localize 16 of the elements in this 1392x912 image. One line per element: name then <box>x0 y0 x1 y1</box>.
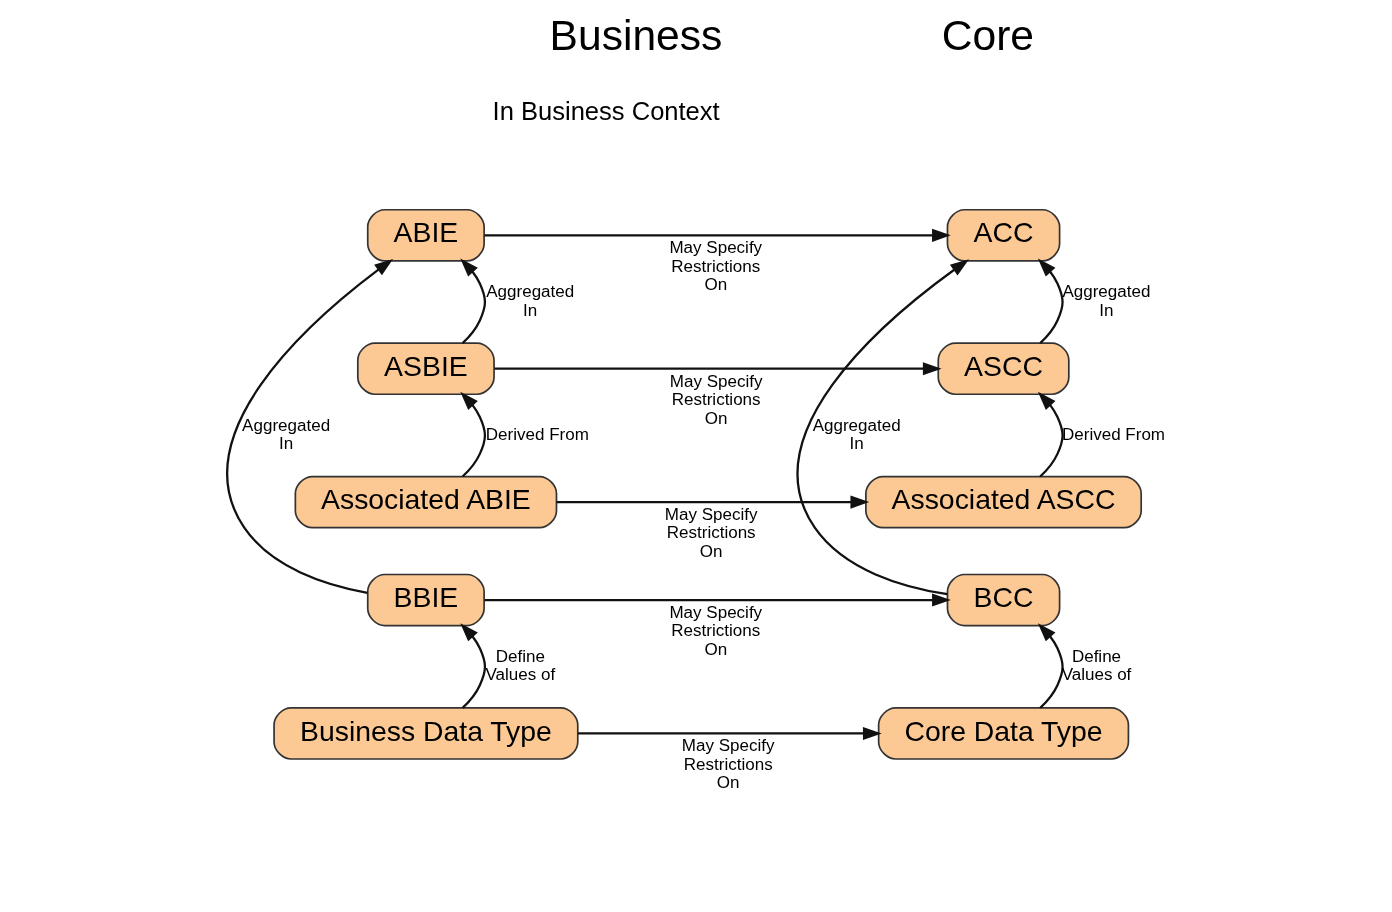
label: Core <box>941 11 1035 60</box>
label: In Business Context <box>492 96 720 125</box>
edge-label: Derived From <box>485 424 589 444</box>
edge-label: May Specify Restrictions On <box>669 602 763 659</box>
edge-label: May Specify Restrictions On <box>669 371 763 428</box>
edge-label: May Specify Restrictions On <box>664 505 758 561</box>
edge-label: Aggregated In <box>812 415 901 454</box>
edge-label: Aggregated In <box>1062 282 1151 320</box>
edge-label: Define Values of <box>485 646 556 685</box>
edge-label: May Specify Restrictions On <box>669 238 763 295</box>
edge-label: Define Values of <box>1061 646 1132 685</box>
edge-label: Aggregated In <box>242 415 331 454</box>
label: Business <box>549 11 723 60</box>
edge-label: Derived From <box>1061 424 1166 444</box>
edge-label: Aggregated In <box>486 282 575 320</box>
edge-label: May Specify Restrictions On <box>681 736 775 793</box>
